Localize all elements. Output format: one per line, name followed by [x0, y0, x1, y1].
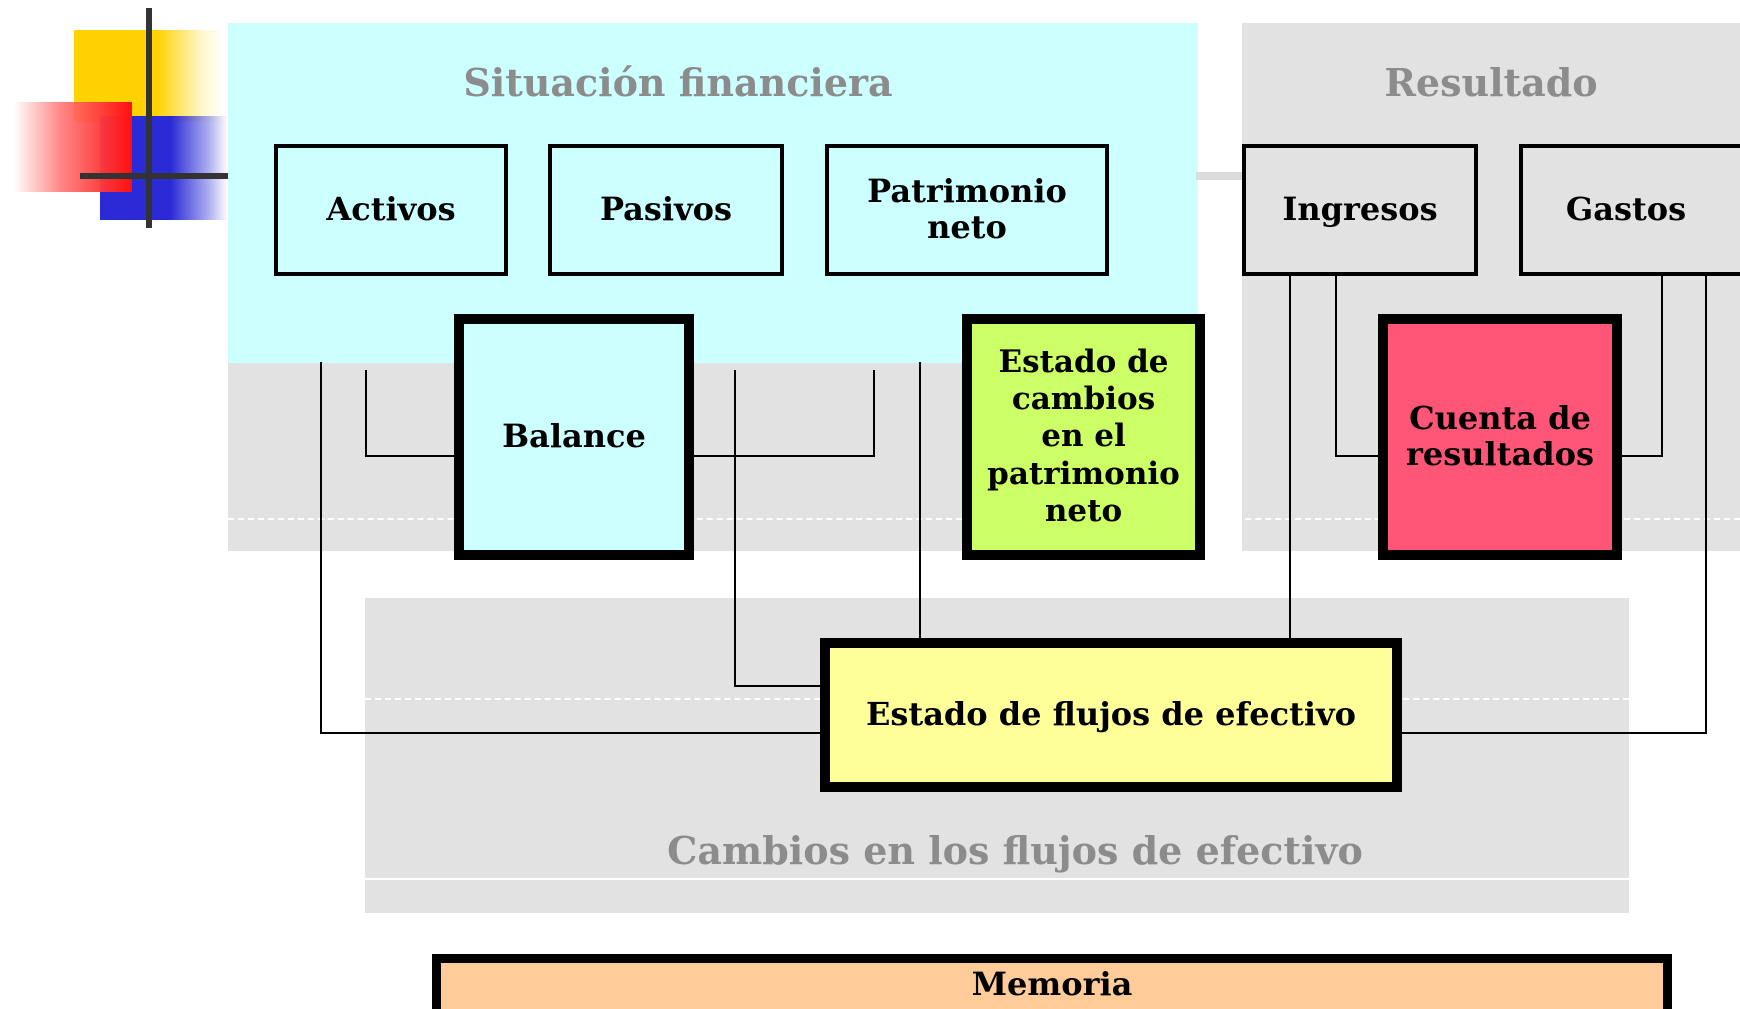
estado-flujos-efectivo-box: Estado de flujos de efectivo: [820, 638, 1402, 792]
panel-divider: [365, 878, 1629, 880]
activos-label: Activos: [326, 190, 456, 229]
decorative-horizontal-line: [80, 173, 230, 179]
section-title-resultado: Resultado: [1384, 60, 1598, 105]
activos-box: Activos: [274, 144, 508, 276]
memoria-label: Memoria: [971, 965, 1133, 1003]
gastos-label: Gastos: [1565, 190, 1687, 229]
cuenta-label-line1: Cuenta de: [1409, 399, 1591, 438]
connector-cuenta-gastos: [1620, 273, 1663, 457]
ecpn-label-line5: neto: [1044, 492, 1123, 529]
cuenta-label-line2: resultados: [1406, 435, 1594, 473]
ecpn-label-line2: cambios: [1011, 381, 1156, 418]
patrimonio-label-line1: Patrimonio: [867, 172, 1067, 211]
estado-cambios-patrimonio-box: Estado de cambios en el patrimonio neto: [962, 314, 1205, 560]
panel-connector-strip: [1196, 172, 1244, 180]
connector-ingresos-cuenta: [1335, 273, 1380, 457]
ecpn-label-line3: en el: [1041, 418, 1126, 455]
connector-activos-flujos: [320, 362, 822, 734]
balance-box: Balance: [454, 314, 694, 560]
ingresos-box: Ingresos: [1242, 144, 1478, 276]
balance-label: Balance: [502, 417, 646, 456]
section-title-cambios: Cambios en los flujos de efectivo: [667, 828, 1363, 873]
section-title-situacion: Situación financiera: [463, 60, 893, 105]
decorative-vertical-line: [146, 8, 152, 228]
connector-balance-patrimonio: [692, 370, 875, 457]
memoria-box: Memoria: [432, 954, 1672, 1009]
connector-activos-balance: [365, 370, 456, 457]
ecpn-label-line1: Estado de: [998, 344, 1169, 381]
patrimonio-label-line2: neto: [927, 208, 1007, 246]
ingresos-label: Ingresos: [1282, 190, 1438, 229]
pasivos-box: Pasivos: [548, 144, 784, 276]
flujos-label: Estado de flujos de efectivo: [866, 695, 1356, 734]
gastos-box: Gastos: [1519, 144, 1740, 276]
ecpn-label-line4: patrimonio: [987, 455, 1180, 492]
pasivos-label: Pasivos: [599, 190, 733, 229]
connector-gastos-flujos: [1398, 273, 1707, 734]
situacion-financiera-panel: [228, 23, 1198, 363]
patrimonio-neto-box: Patrimonio neto: [825, 144, 1109, 276]
cuenta-resultados-box: Cuenta de resultados: [1378, 314, 1622, 560]
connector-pasivos-flujos: [734, 370, 822, 687]
